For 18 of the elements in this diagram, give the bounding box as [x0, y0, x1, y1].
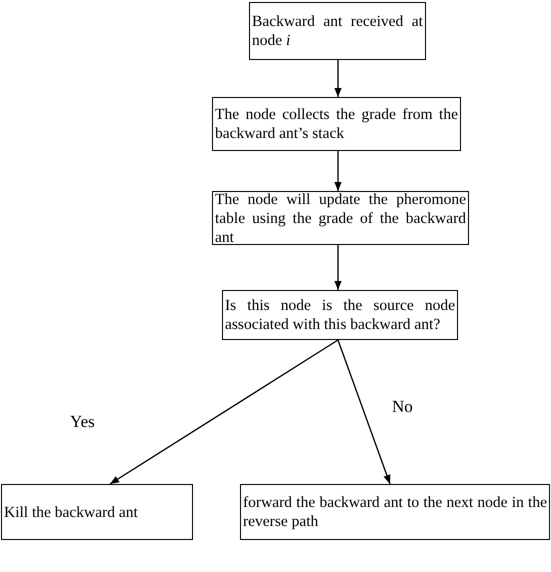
arrow: [334, 151, 342, 191]
edge-label: Yes: [70, 413, 95, 430]
arrow: [110, 339, 338, 485]
process-box: [212, 97, 461, 151]
box-text: Kill the backward ant: [4, 502, 139, 522]
process-box: [240, 484, 550, 540]
box-text: forward the backward ant to the next node in the reverse path: [243, 493, 547, 531]
process-box: [1, 484, 193, 540]
box-text: Is this node is the source node associated with this backward ant?: [225, 296, 455, 334]
decision-box: [222, 290, 458, 340]
arrow: [337, 340, 391, 484]
box-text: The node will update the pheromone table using the grade of the backward ant: [215, 190, 466, 246]
box-text: Backward ant received at node i: [252, 12, 423, 50]
arrow: [334, 245, 342, 290]
arrow: [334, 60, 342, 97]
process-box: [249, 2, 426, 60]
box-text: The node collects the grade from the backward ant’s stack: [215, 105, 458, 143]
edge-label: No: [392, 398, 413, 415]
